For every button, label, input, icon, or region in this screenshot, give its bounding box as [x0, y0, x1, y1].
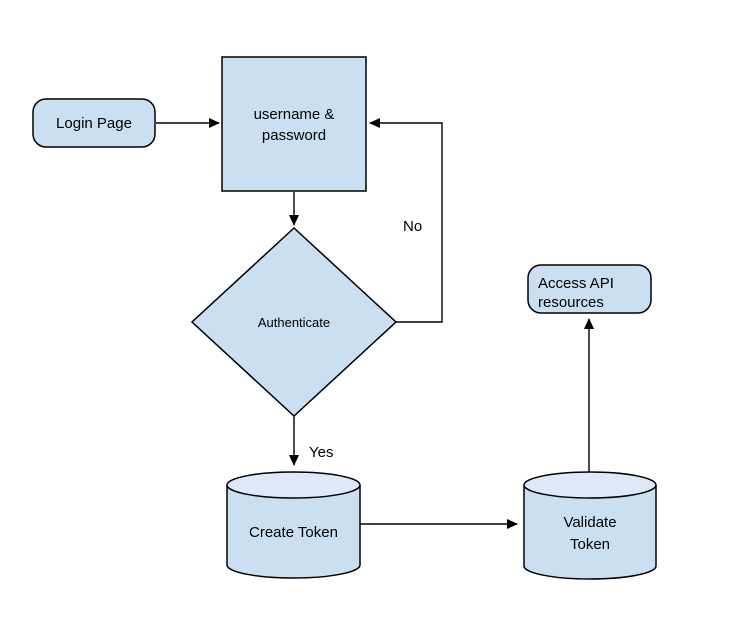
- login-page-shape: [32, 98, 156, 148]
- create-token-label: Create Token: [249, 524, 338, 541]
- credentials-label-line2: password: [262, 127, 326, 144]
- login-page-label: Login Page: [56, 115, 132, 132]
- credentials-label-line1: username &: [254, 106, 335, 123]
- node-login-page: Login Page: [32, 98, 156, 148]
- edge-label-yes: Yes: [309, 444, 333, 461]
- create-token-cylinder-body: [226, 485, 361, 579]
- credentials-shape: [221, 56, 367, 192]
- arrow-authenticate-no-loop: [369, 118, 443, 323]
- edge-label-no: No: [403, 218, 422, 235]
- node-access-api: Access API resources: [527, 264, 652, 314]
- validate-token-label-line2: Token: [570, 536, 610, 553]
- access-api-label-line1: Access API: [538, 275, 614, 292]
- node-validate-token: Validate Token: [523, 471, 657, 580]
- validate-token-cylinder-body: [523, 485, 657, 580]
- node-credentials: username & password: [221, 56, 367, 192]
- node-authenticate: Authenticate: [190, 226, 398, 418]
- create-token-cylinder-top: [226, 471, 361, 499]
- node-create-token: Create Token: [226, 471, 361, 579]
- authenticate-diamond-shape: [190, 226, 398, 418]
- authenticate-label: Authenticate: [258, 315, 330, 330]
- access-api-shape: [527, 264, 652, 314]
- validate-token-cylinder-top: [523, 471, 657, 499]
- validate-token-label-line1: Validate: [563, 514, 616, 531]
- access-api-label-line2: resources: [538, 294, 604, 311]
